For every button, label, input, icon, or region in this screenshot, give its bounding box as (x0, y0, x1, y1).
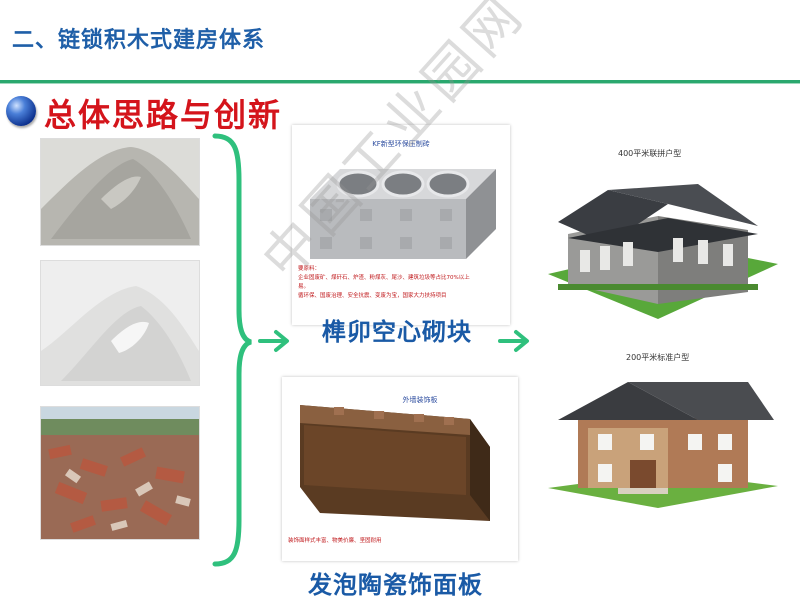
header-divider-shadow (0, 83, 800, 84)
house-200-render: 200平米标准户型 (548, 352, 778, 508)
panel-sheet-title: 外墙装饰板 (402, 396, 438, 404)
panel-product-label: 发泡陶瓷饰面板 (308, 571, 483, 599)
house-200-caption: 200平米标准户型 (626, 353, 690, 362)
hollow-block-icon (310, 169, 496, 259)
header-divider (0, 80, 800, 83)
curly-brace-icon (212, 133, 252, 567)
house-400-render: 400平米联拼户型 (548, 148, 778, 324)
white-powder-pile-icon (41, 261, 199, 385)
brick-rubble-photo (40, 406, 200, 540)
gray-powder-pile-icon (41, 139, 199, 245)
brick-rubble-icon (41, 407, 199, 539)
block-sheet-title: KF新型环保压制砖 (372, 140, 430, 148)
townhouse-icon (548, 184, 778, 319)
house-400-caption: 400平米联拼户型 (618, 149, 682, 158)
panel-product-sheet: 外墙装饰板 装饰面样式丰富、物美价廉、坚固耐用 (282, 377, 518, 561)
block-note-line: 企业固废矿、煤矸石、炉渣、粉煤灰、尾沙、建筑垃圾等占比70%以上 (298, 275, 470, 281)
foam-ceramic-panel-icon (300, 405, 490, 521)
white-powder-photo (40, 260, 200, 386)
block-sheet-notes: 要原料： 企业固废矿、煤矸石、炉渣、粉煤灰、尾沙、建筑垃圾等占比70%以上 易。… (298, 265, 504, 301)
block-note-line: 要原料： (298, 266, 321, 272)
panel-sheet-note: 装饰面样式丰富、物美价廉、坚固耐用 (288, 538, 382, 544)
arrow-right-icon (498, 330, 529, 352)
gray-powder-photo (40, 138, 200, 246)
block-product-label: 榫卯空心砌块 (322, 318, 472, 346)
sphere-bullet-icon (6, 96, 36, 126)
villa-icon (548, 382, 778, 508)
arrow-right-icon (258, 330, 289, 352)
block-note-line: 循环保、国废治理、安全抗震、变废为宝，国家大力扶持项目 (298, 293, 447, 299)
header-title: 二、链锁积木式建房体系 (12, 28, 266, 53)
section-title: 总体思路与创新 (44, 96, 283, 134)
block-product-sheet: KF新型环保压制砖 要原料： 企业固废矿、煤矸石、炉渣、粉煤灰、尾沙、建筑垃圾等… (292, 125, 510, 325)
block-note-line: 易。 (298, 284, 310, 290)
